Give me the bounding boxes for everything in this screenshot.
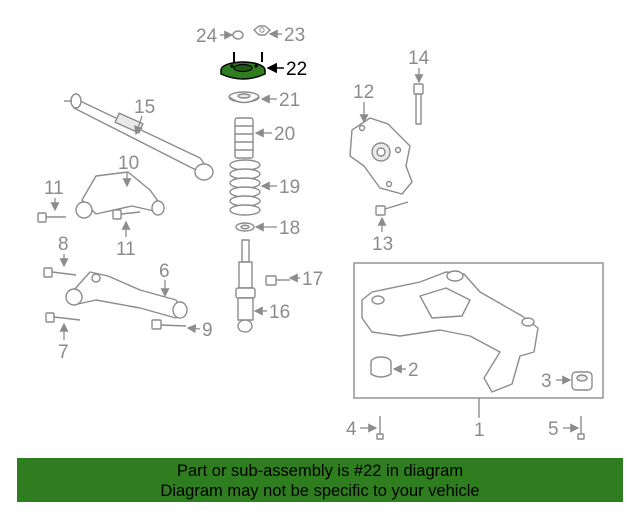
bolt-part-5 bbox=[577, 416, 585, 440]
upper-arm-part-10 bbox=[75, 171, 165, 219]
label-8: 8 bbox=[58, 234, 69, 255]
label-10: 10 bbox=[118, 153, 139, 174]
label-11b: 11 bbox=[116, 239, 136, 260]
bolt-part-13 bbox=[375, 201, 409, 216]
info-banner: Part or sub-assembly is #22 in diagram D… bbox=[17, 458, 623, 502]
bolt-part-17 bbox=[265, 275, 290, 286]
label-14: 14 bbox=[408, 48, 430, 69]
bolt-part-7 bbox=[45, 312, 81, 323]
parts-diagram: 22 23 24 21 20 19 18 17 16 15 14 13 12 1… bbox=[37, 25, 604, 441]
coil-spring-part-19 bbox=[229, 159, 261, 216]
label-7: 7 bbox=[58, 342, 69, 363]
bolt-part-11b bbox=[112, 209, 141, 220]
label-1: 1 bbox=[474, 420, 485, 441]
banner-line-2: Diagram may not be specific to your vehi… bbox=[160, 482, 480, 500]
washer-part-24 bbox=[232, 30, 244, 40]
label-2: 2 bbox=[408, 360, 419, 381]
label-17: 17 bbox=[302, 269, 323, 290]
bolt-part-14 bbox=[413, 83, 424, 125]
knuckle-part-12 bbox=[349, 117, 413, 195]
label-16: 16 bbox=[269, 302, 290, 323]
crossmember-part-1 bbox=[361, 270, 539, 393]
nut-part-23 bbox=[253, 25, 271, 36]
banner-line-1: Part or sub-assembly is #22 in diagram bbox=[176, 462, 464, 480]
bolt-part-8 bbox=[43, 267, 77, 278]
bolt-part-9 bbox=[151, 319, 187, 330]
label-5: 5 bbox=[548, 419, 559, 440]
label-12: 12 bbox=[353, 82, 374, 103]
strut-mount-part-22 bbox=[220, 52, 266, 80]
dust-boot-part-20 bbox=[234, 117, 254, 159]
bolt-part-4 bbox=[376, 416, 384, 440]
label-18: 18 bbox=[279, 218, 300, 239]
bushing-part-3 bbox=[571, 371, 593, 391]
label-11a: 11 bbox=[44, 178, 64, 199]
label-19: 19 bbox=[279, 177, 300, 198]
insulator-part-18 bbox=[235, 222, 255, 232]
bolt-part-11a bbox=[37, 212, 66, 223]
label-13: 13 bbox=[372, 234, 393, 255]
label-20: 20 bbox=[274, 124, 295, 145]
label-21: 21 bbox=[279, 90, 300, 111]
spring-seat-part-21 bbox=[228, 91, 260, 104]
bushing-part-2 bbox=[370, 356, 392, 378]
label-6: 6 bbox=[159, 261, 170, 282]
label-23: 23 bbox=[284, 25, 305, 46]
label-3: 3 bbox=[541, 371, 552, 392]
label-15: 15 bbox=[134, 97, 155, 118]
lower-arm-part-6 bbox=[65, 271, 188, 319]
label-24: 24 bbox=[196, 26, 218, 47]
label-22: 22 bbox=[286, 59, 307, 80]
shock-absorber-part-16 bbox=[235, 239, 256, 333]
label-9: 9 bbox=[202, 320, 213, 341]
label-4: 4 bbox=[346, 419, 357, 440]
